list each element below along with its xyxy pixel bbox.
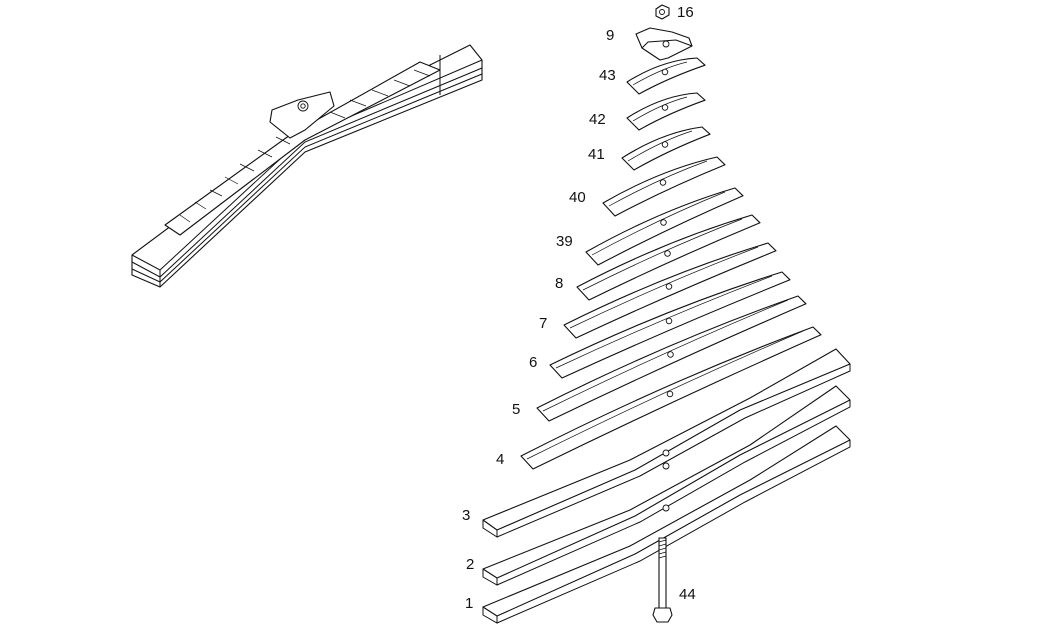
callout-4: 4 (496, 451, 505, 468)
part-40-leaf (602, 156, 726, 217)
callout-39: 39 (556, 233, 573, 250)
part-41-leaf (621, 126, 711, 171)
callout-5: 5 (512, 401, 521, 418)
exploded-parts (482, 4, 851, 624)
part-2-leaf (482, 385, 851, 586)
part-39-leaf (585, 187, 744, 266)
part-6-leaf (549, 271, 791, 379)
callout-3: 3 (462, 507, 471, 524)
part-7-leaf (563, 242, 777, 339)
callout-2: 2 (466, 556, 475, 573)
part-3-leaf (482, 348, 851, 538)
part-44-bolt (652, 537, 673, 623)
callout-7: 7 (539, 315, 548, 332)
callout-6: 6 (529, 354, 538, 371)
callout-43: 43 (599, 67, 616, 84)
callout-8: 8 (555, 275, 564, 292)
callout-42: 42 (589, 111, 606, 128)
part-16-nut (655, 4, 670, 20)
callout-41: 41 (588, 146, 605, 163)
callout-44: 44 (679, 586, 696, 603)
callout-40: 40 (569, 189, 586, 206)
callout-16: 16 (677, 4, 694, 21)
part-5-leaf (536, 295, 807, 422)
callout-1: 1 (465, 595, 474, 612)
part-8-leaf (576, 214, 761, 301)
assembled-spring (131, 44, 483, 288)
part-43-leaf (626, 57, 706, 95)
part-42-leaf (626, 92, 706, 131)
part-1-leaf (482, 425, 851, 624)
callout-9: 9 (606, 27, 615, 44)
part-4-leaf (520, 326, 822, 470)
part-9-clip (635, 27, 693, 61)
leaf-stack (520, 57, 822, 470)
